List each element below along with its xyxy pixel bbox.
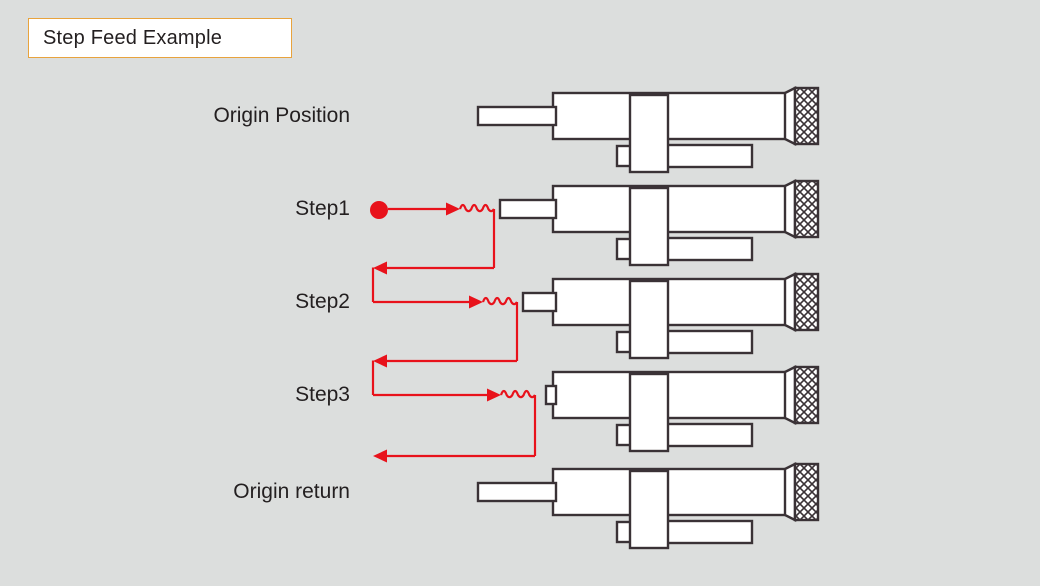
title-box: Step Feed Example (28, 18, 292, 58)
actuator-barrel (551, 277, 797, 327)
knurled-cap (793, 272, 820, 332)
center-flange (628, 469, 670, 550)
knurl-transition (783, 365, 797, 425)
knurled-cap (793, 365, 820, 425)
feed-spring-3 (499, 389, 536, 399)
feed-start-dot (370, 201, 388, 219)
piston-rod (544, 384, 558, 406)
feed-forward-arrow-3 (487, 388, 501, 402)
knurled-cap (793, 179, 820, 239)
center-flange (628, 279, 670, 360)
row-label-step2: Step2 (295, 290, 350, 313)
feed-forward-arrow-1 (446, 202, 460, 216)
piston-rod (498, 198, 558, 220)
actuator-barrel (551, 370, 797, 420)
center-flange (628, 186, 670, 267)
center-flange (628, 93, 670, 174)
piston-rod (476, 481, 558, 503)
feed-spring-1 (458, 203, 495, 213)
lower-body-block (661, 143, 754, 169)
feed-spring-2 (481, 296, 518, 306)
feed-forward-arrow-2 (469, 295, 483, 309)
knurl-transition (783, 272, 797, 332)
knurl-transition (783, 86, 797, 146)
actuator-barrel (551, 91, 797, 141)
feed-return-arrow-1 (373, 261, 387, 275)
cylinder-group (476, 86, 820, 550)
row-label-step1: Step1 (295, 197, 350, 220)
center-flange (628, 372, 670, 453)
actuator-barrel (551, 467, 797, 517)
knurled-cap (793, 462, 820, 522)
actuator-barrel (551, 184, 797, 234)
actuator-step1 (498, 179, 820, 267)
knurl-transition (783, 462, 797, 522)
actuator-step3 (544, 365, 820, 453)
piston-rod (476, 105, 558, 127)
actuator-origin-return (476, 462, 820, 550)
actuator-step2 (521, 272, 820, 360)
feed-return-arrow-2 (373, 354, 387, 368)
row-label-step3: Step3 (295, 383, 350, 406)
lower-body-block (661, 236, 754, 262)
lower-body-block (661, 422, 754, 448)
actuator-origin-position (476, 86, 820, 174)
row-label-origin-position: Origin Position (213, 104, 350, 127)
feed-path-group (370, 201, 537, 463)
lower-body-block (661, 329, 754, 355)
row-label-origin-return: Origin return (233, 480, 350, 503)
lower-body-block (661, 519, 754, 545)
page-title: Step Feed Example (43, 26, 223, 49)
knurl-transition (783, 179, 797, 239)
knurled-cap (793, 86, 820, 146)
piston-rod (521, 291, 558, 313)
feed-return-arrow-3 (373, 449, 387, 463)
